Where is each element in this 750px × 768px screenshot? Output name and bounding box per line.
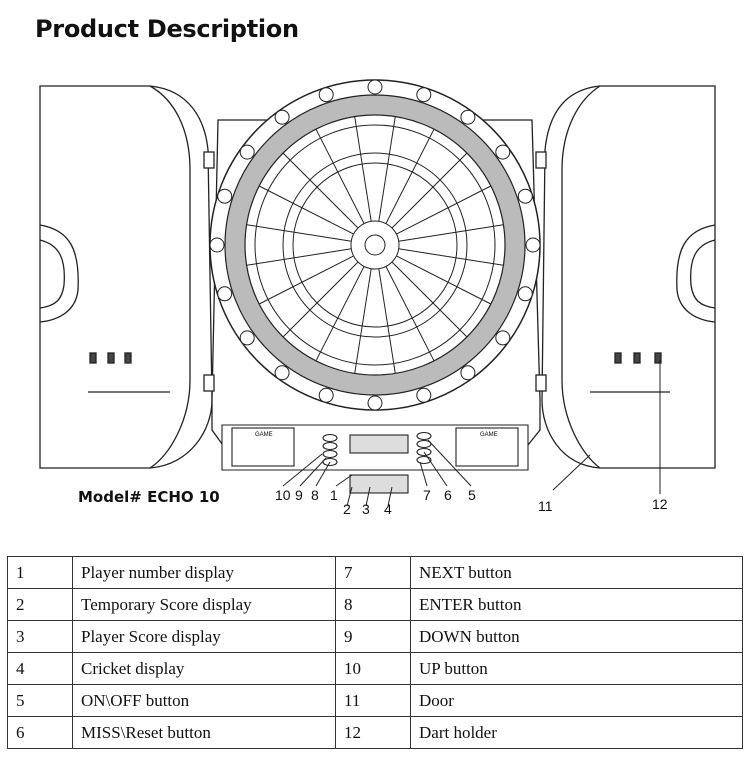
- board-spoke: [378, 116, 396, 222]
- board-number-stud: [460, 365, 476, 381]
- part-number-cell: 5: [7, 684, 73, 717]
- board-number-stud: [274, 109, 290, 125]
- part-number-cell: 8: [335, 588, 411, 621]
- panel-label-game-left: GAME: [255, 432, 273, 438]
- board-number-stud: [239, 330, 255, 346]
- board-spoke: [282, 261, 359, 338]
- callout-6: 6: [444, 487, 452, 503]
- board-spoke: [354, 116, 372, 222]
- part-number-cell: 9: [335, 620, 411, 653]
- callout-9: 9: [295, 487, 303, 503]
- part-number-cell: 10: [335, 652, 411, 685]
- part-number-cell: 2: [7, 588, 73, 621]
- board-number-stud: [239, 144, 255, 160]
- board-spoke: [385, 266, 435, 362]
- part-number-cell: 7: [335, 556, 411, 589]
- board-spoke: [258, 185, 354, 235]
- part-description-cell: Door: [410, 684, 743, 717]
- callout-11: 11: [538, 498, 553, 514]
- board-spoke: [315, 128, 365, 224]
- board-spoke: [385, 128, 435, 224]
- model-label: Model# ECHO 10: [78, 488, 220, 506]
- board-spoke: [391, 261, 468, 338]
- board-number-stud: [495, 144, 511, 160]
- callout-7: 7: [423, 487, 431, 503]
- board-number-stud: [367, 395, 383, 411]
- part-description-cell: MISS\Reset button: [72, 716, 336, 749]
- board-spoke: [396, 255, 492, 305]
- part-description-cell: DOWN button: [410, 620, 743, 653]
- part-number-cell: 4: [7, 652, 73, 685]
- panel-label-game-right: GAME: [480, 432, 498, 438]
- part-number-cell: 3: [7, 620, 73, 653]
- board-number-stud: [367, 79, 383, 95]
- board-number-stud: [318, 387, 334, 403]
- board-number-stud: [217, 286, 233, 302]
- part-number-cell: 6: [7, 716, 73, 749]
- callout-3: 3: [362, 501, 370, 517]
- board-number-stud: [495, 330, 511, 346]
- part-description-cell: NEXT button: [410, 556, 743, 589]
- board-spoke: [398, 248, 504, 266]
- board-number-stud: [416, 87, 432, 103]
- part-description-cell: Temporary Score display: [72, 588, 336, 621]
- callout-5: 5: [468, 487, 476, 503]
- callout-4: 4: [384, 501, 392, 517]
- dartboard-illustration: GAME GAME: [39, 79, 716, 507]
- board-number-stud: [318, 87, 334, 103]
- board-spoke: [391, 152, 468, 229]
- part-number-cell: 1: [7, 556, 73, 589]
- callout-1: 1: [330, 487, 338, 503]
- callout-2: 2: [343, 501, 351, 517]
- dartboard-cabinet-diagram: GAME GAME 10 9 8 1 7 6 5 2 3 4 11 12: [0, 60, 750, 530]
- board-number-stud: [517, 286, 533, 302]
- callout-8: 8: [311, 487, 319, 503]
- board-spoke: [258, 255, 354, 305]
- board-spoke: [378, 268, 396, 374]
- part-number-cell: 12: [335, 716, 411, 749]
- board-spoke: [282, 152, 359, 229]
- board-number-stud: [517, 188, 533, 204]
- part-description-cell: Cricket display: [72, 652, 336, 685]
- board-number-stud: [209, 237, 225, 253]
- callout-12: 12: [652, 496, 668, 512]
- board-spoke: [396, 185, 492, 235]
- board-spoke: [246, 224, 352, 242]
- board-number-stud: [460, 109, 476, 125]
- board-number-stud: [274, 365, 290, 381]
- part-description-cell: UP button: [410, 652, 743, 685]
- board-spoke: [398, 224, 504, 242]
- board-number-stud: [416, 387, 432, 403]
- callout-10: 10: [275, 487, 291, 503]
- part-description-cell: ON\OFF button: [72, 684, 336, 717]
- part-number-cell: 11: [335, 684, 411, 717]
- part-description-cell: ENTER button: [410, 588, 743, 621]
- board-number-stud: [525, 237, 541, 253]
- part-description-cell: Player Score display: [72, 620, 336, 653]
- board-number-stud: [217, 188, 233, 204]
- board-spoke: [246, 248, 352, 266]
- part-description-cell: Player number display: [72, 556, 336, 589]
- part-description-cell: Dart holder: [410, 716, 743, 749]
- board-spoke: [354, 268, 372, 374]
- page-heading: Product Description: [35, 15, 299, 43]
- board-spoke: [315, 266, 365, 362]
